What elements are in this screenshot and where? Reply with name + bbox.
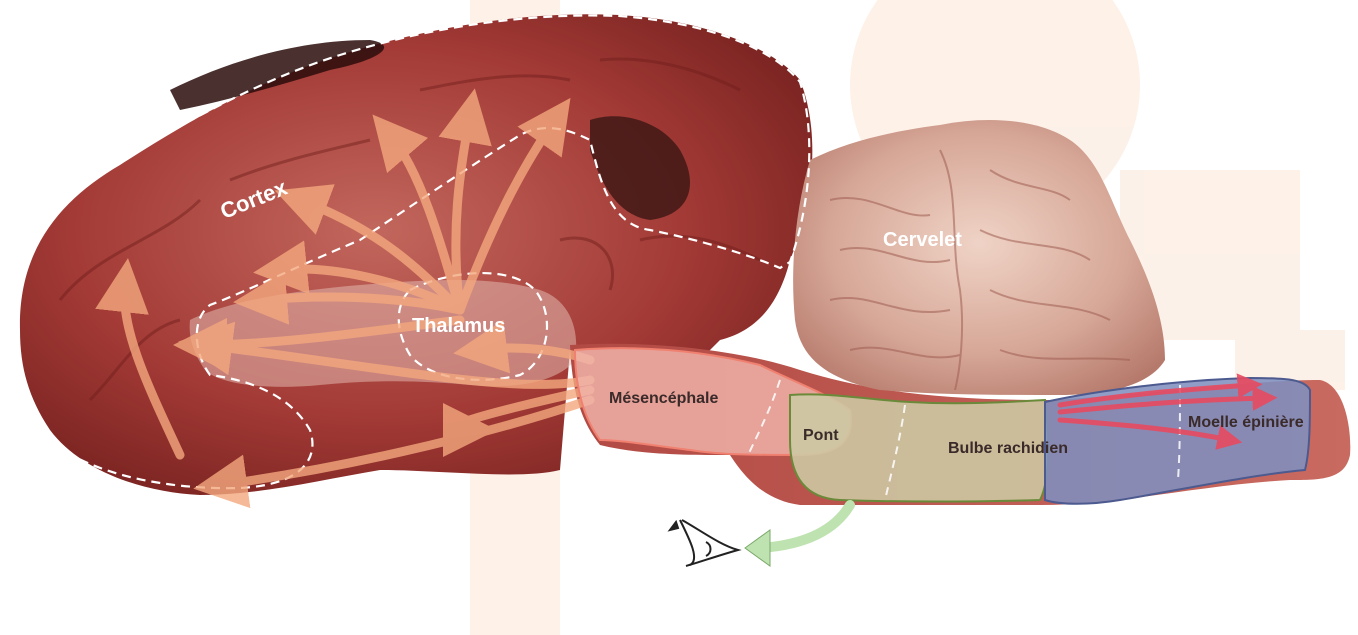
eye-icon	[670, 520, 738, 566]
moelle-region	[1045, 378, 1310, 504]
label-moelle: Moelle épinière	[1188, 414, 1304, 431]
label-bulbe: Bulbe rachidien	[948, 440, 1068, 457]
label-mesencephale: Mésencéphale	[609, 390, 718, 407]
label-cervelet: Cervelet	[883, 229, 962, 251]
label-thalamus: Thalamus	[412, 315, 505, 337]
label-pont: Pont	[803, 427, 839, 444]
output-arrow	[745, 505, 850, 566]
